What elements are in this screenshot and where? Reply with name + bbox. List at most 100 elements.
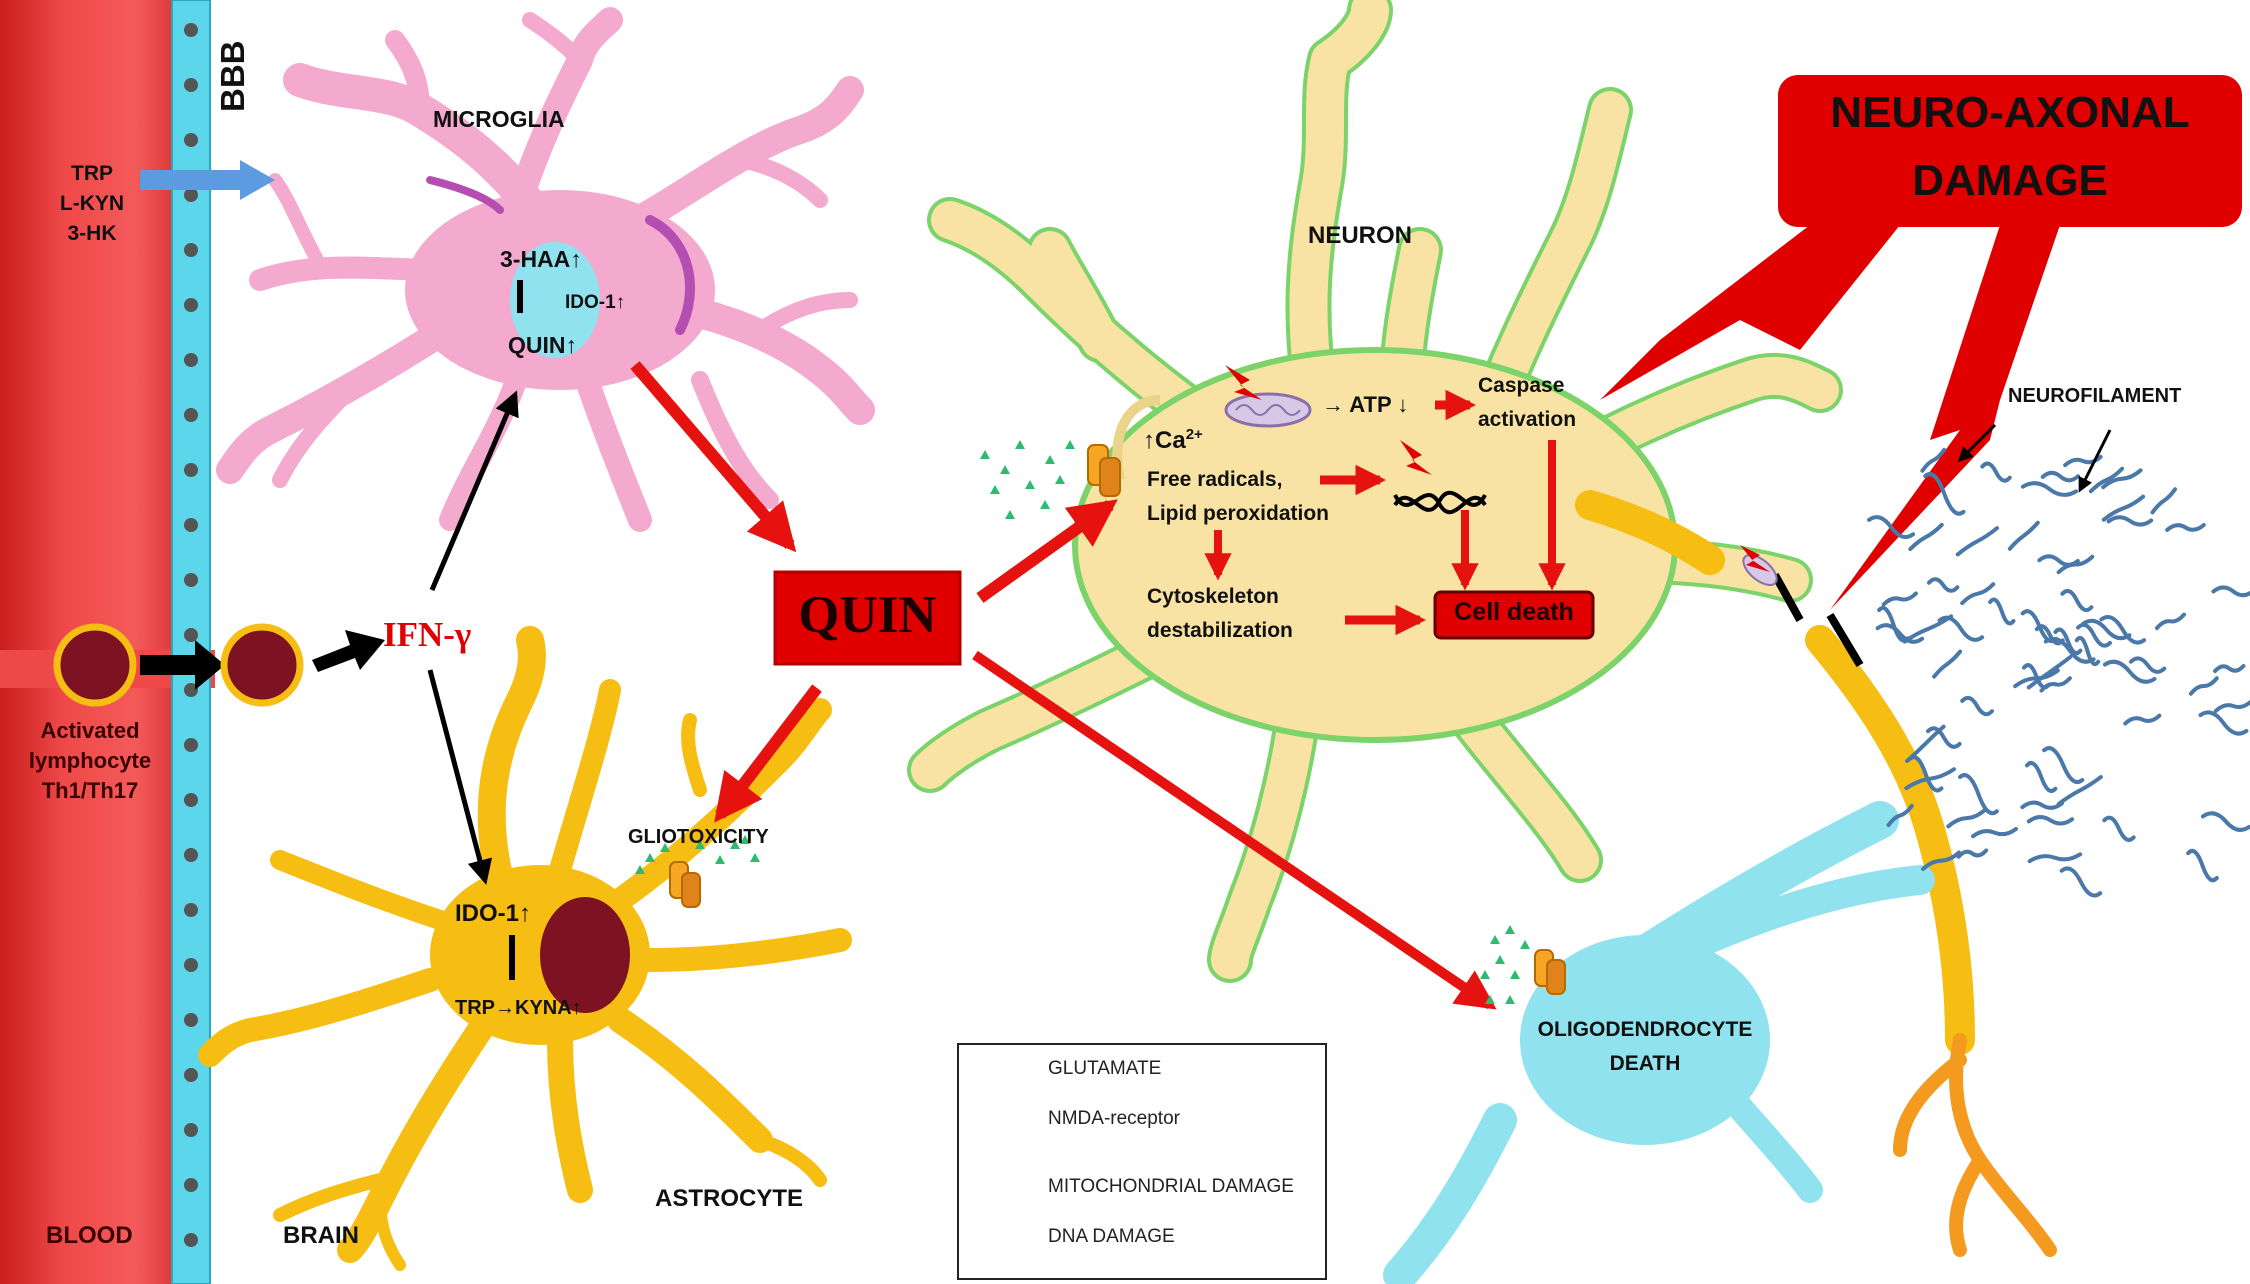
neurofilament-fragment	[1937, 615, 1985, 642]
glutamate-dot	[635, 865, 645, 874]
lymphocyte-brain	[220, 623, 304, 707]
lymphocyte-label-3: Th1/Th17	[41, 778, 139, 803]
lymphocyte-arrow-2	[312, 630, 385, 672]
bbb-label: BBB	[214, 40, 251, 113]
neurofilament-fragment	[1955, 526, 2000, 557]
cell-death-box	[1433, 590, 1595, 640]
neurofilament-fragment	[2056, 554, 2095, 575]
neurofilament-fragment	[2106, 515, 2154, 527]
nmda-receptor-astrocyte	[669, 861, 701, 908]
legend-item-dna: DNA DAMAGE	[1048, 1226, 1175, 1247]
lymphocyte-label-1: Activated	[40, 718, 140, 743]
glutamate-dot	[980, 450, 990, 459]
nmda-receptor-neuron	[1087, 444, 1121, 497]
glutamate-dot	[750, 853, 760, 862]
cytoskeleton-label-1: Cytoskeleton	[1147, 585, 1279, 608]
ifn-to-astrocyte-arrow	[427, 669, 493, 885]
neurofilament-fragment	[2101, 468, 2143, 490]
legend	[957, 1043, 1327, 1280]
neurofilament-fragment	[2213, 699, 2250, 713]
bbb-dot	[184, 848, 198, 862]
neurofilament-pointer-2	[2078, 429, 2112, 493]
neurofilament-fragment	[2123, 713, 2162, 726]
glutamate-dots	[635, 440, 1530, 1004]
3hk-label: 3-HK	[67, 222, 117, 245]
neurofilament-fragment	[2200, 811, 2250, 832]
neurofilament-fragment	[2043, 636, 2096, 664]
gliotoxicity-label: GLIOTOXICITY	[628, 826, 769, 848]
neurofilament-fragment	[2074, 635, 2101, 667]
neurofilament-fragment	[1881, 591, 1918, 607]
quin-box	[773, 570, 962, 666]
neurofilament-fragment	[1886, 803, 1914, 828]
neurofilament-fragment	[2053, 627, 2083, 656]
neurofilament-fragment	[1867, 515, 1916, 540]
cytoskeleton-label-2: destabilization	[1147, 619, 1293, 642]
glutamate-dot	[1040, 500, 1050, 509]
astrocyte-cell	[198, 626, 852, 1271]
blood-label: BLOOD	[46, 1222, 133, 1249]
bbb-dot	[184, 1123, 198, 1137]
lymphocyte-arrow-1	[140, 640, 225, 690]
bbb-dot	[184, 133, 198, 147]
legend-item-nmda: NMDA-receptor	[1048, 1108, 1180, 1129]
glutamate-dot	[1495, 955, 1505, 964]
ido-microglia-label: IDO-1↑	[565, 292, 626, 313]
ifn-gamma-label: IFN-γ	[383, 615, 472, 654]
trp-kyna-label: TRP→KYNA↑	[455, 997, 582, 1019]
neurofilament-fragment	[1875, 623, 1925, 644]
calcium-superscript: 2+	[1185, 426, 1203, 443]
neurofilament-fragment	[2129, 656, 2167, 674]
neurofilament-fragment	[2081, 618, 2132, 641]
bbb-dot	[184, 628, 198, 642]
neurofilament-fragment	[2026, 655, 2073, 690]
neurofilament-fragment	[1923, 472, 1966, 516]
neurofilament-fragment	[2186, 848, 2219, 883]
bbb-dot	[184, 738, 198, 752]
lymphocyte-label-2: lymphocyte	[28, 748, 152, 773]
dna-neuron	[1393, 440, 1487, 515]
cell-death-label: Cell death	[1454, 598, 1574, 626]
bbb-dot	[184, 23, 198, 37]
glutamate-dot	[1055, 475, 1065, 484]
calcium-main: ↑Ca	[1143, 427, 1186, 454]
glutamate-dot	[1000, 465, 1010, 474]
neurofilament-fragment	[1971, 826, 2018, 839]
neurofilament-fragment	[2042, 746, 2085, 785]
neurofilament-fragment	[1956, 848, 1989, 859]
bbb-dot	[184, 298, 198, 312]
neurofilament-fragment	[2088, 466, 2125, 494]
bbb-dot	[184, 518, 198, 532]
bbb-dots	[184, 23, 198, 1247]
neurofilament-fragment	[1988, 597, 2016, 626]
mitochondria-axon	[1740, 545, 1778, 586]
neurofilament-fragment	[2020, 481, 2078, 497]
neurofilament-fragment	[2154, 612, 2187, 631]
neurofilament-fragment	[1926, 577, 1960, 593]
neurofilament-fragment	[2040, 470, 2081, 483]
microglia-cell	[216, 7, 875, 532]
neurofilament-fragment	[2198, 710, 2249, 736]
neurofilament-fragment	[2026, 815, 2075, 826]
glutamate-dot	[660, 843, 670, 852]
bbb-dot	[184, 408, 198, 422]
neuron-label: NEURON	[1308, 222, 1413, 249]
glutamate-dot	[1065, 440, 1075, 449]
atp-label: → ATP ↓	[1322, 392, 1409, 417]
bbb-dot	[184, 1233, 198, 1247]
blood-brain-barrier	[171, 0, 211, 1284]
glutamate-dot	[740, 835, 750, 844]
neurofilament-fragment	[2025, 761, 2058, 793]
neurofilament-fragments	[1867, 447, 2250, 898]
quin-microglia-label: QUIN↑	[508, 332, 577, 358]
lkyn-label: L-KYN	[59, 192, 125, 215]
astrocyte-label: ASTROCYTE	[655, 1185, 804, 1212]
glutamate-dot	[1480, 970, 1490, 979]
glutamate-dot	[1045, 455, 1055, 464]
free-radicals-label-2: Lipid peroxidation	[1147, 502, 1329, 525]
arrows	[140, 160, 2112, 1010]
calcium-label: ↑Ca2+	[1143, 426, 1203, 455]
bbb-dot	[184, 1013, 198, 1027]
glutamate-dot	[1485, 995, 1495, 1004]
